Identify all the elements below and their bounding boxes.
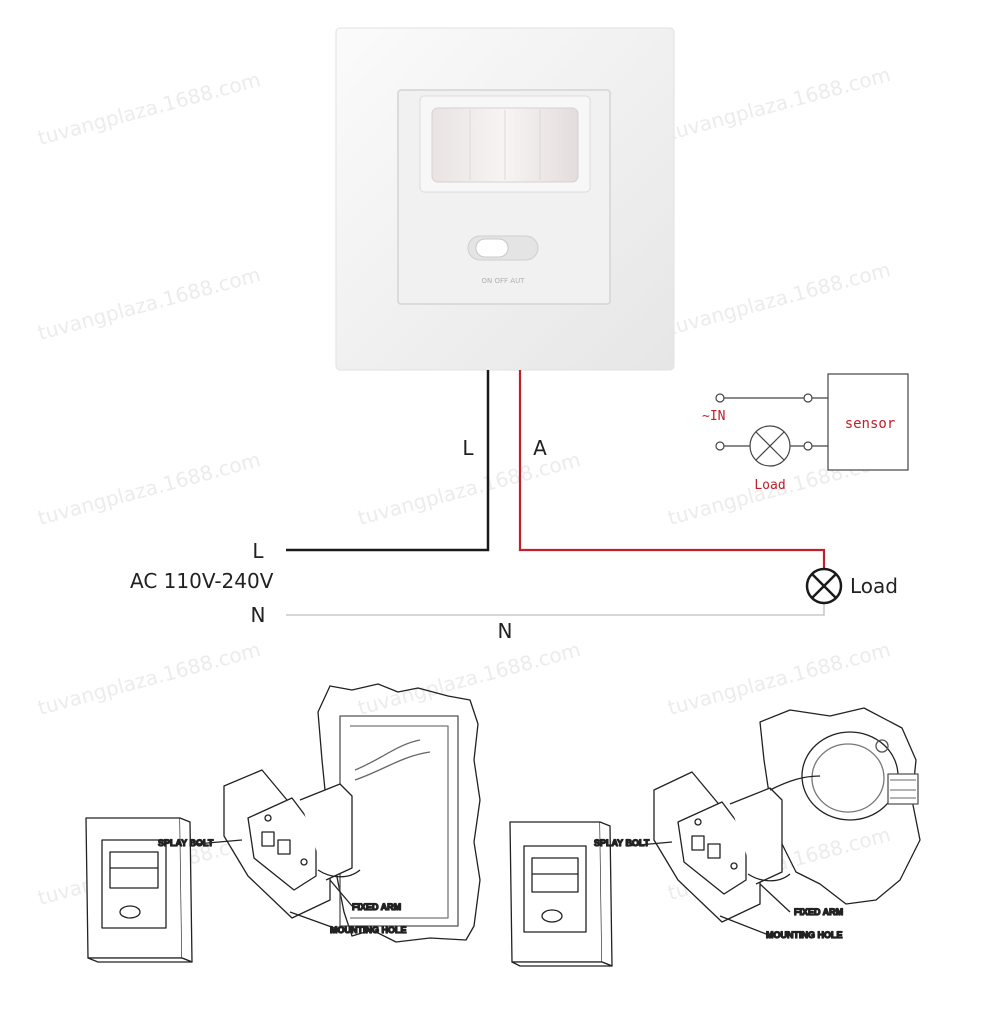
watermark: tuvangplaza.1688.com bbox=[35, 67, 263, 150]
installation-right: SPLAY BOLT FIXED ARM MOUNTING HOLE bbox=[509, 707, 921, 967]
label-N-input: N bbox=[251, 603, 266, 627]
label-L-input: L bbox=[252, 539, 264, 563]
watermark: tuvangplaza.1688.com bbox=[35, 637, 263, 720]
schematic: sensor ~IN Load bbox=[702, 373, 909, 493]
watermark: tuvangplaza.1688.com bbox=[35, 447, 263, 530]
callout-fixed-arm: FIXED ARM bbox=[352, 902, 401, 912]
callout-mounting-hole: MOUNTING HOLE bbox=[330, 925, 407, 935]
cover-plate-lens bbox=[531, 857, 579, 893]
label-load: Load bbox=[850, 574, 898, 598]
watermark: tuvangplaza.1688.com bbox=[665, 62, 893, 145]
watermark: tuvangplaza.1688.com bbox=[35, 262, 263, 345]
cover-plate-switch bbox=[541, 909, 563, 923]
terminal-sensor-1 bbox=[803, 393, 813, 403]
wall-cutout bbox=[317, 683, 481, 943]
label-N-line: N bbox=[498, 619, 513, 643]
switch-marks: ON OFF AUT bbox=[482, 277, 526, 285]
wiring: L A L AC 110V-240V N N Load bbox=[130, 370, 898, 643]
watermark: tuvangplaza.1688.com bbox=[665, 257, 893, 340]
schematic-in-label: ~IN bbox=[702, 409, 725, 424]
insert-body bbox=[729, 787, 783, 885]
insert-body bbox=[299, 783, 353, 881]
cover-plate-switch bbox=[119, 905, 141, 919]
label-supply: AC 110V-240V bbox=[130, 569, 274, 593]
line-wire bbox=[286, 370, 490, 552]
callout-splay-bolt: SPLAY BOLT bbox=[594, 838, 650, 848]
watermark: tuvangplaza.1688.com bbox=[665, 637, 893, 720]
load-wire bbox=[518, 370, 826, 568]
sensor-switch: ON OFF AUT bbox=[335, 27, 675, 371]
terminal-in-2 bbox=[715, 441, 725, 451]
terminal-in-1 bbox=[715, 393, 725, 403]
label-L-vertical: L bbox=[462, 436, 474, 460]
watermark: tuvangplaza.1688.com bbox=[355, 637, 583, 720]
cover-plate-lens bbox=[109, 851, 159, 889]
mode-switch-knob bbox=[475, 238, 509, 258]
load-lamp-symbol bbox=[805, 567, 843, 605]
neutral-wire bbox=[286, 604, 825, 616]
terminal-sensor-2 bbox=[803, 441, 813, 451]
label-A-vertical: A bbox=[533, 436, 547, 460]
installation-left: SPLAY BOLT FIXED ARM MOUNTING HOLE bbox=[85, 683, 481, 963]
sensor-label: sensor bbox=[845, 416, 896, 432]
schematic-lamp-symbol bbox=[749, 425, 791, 467]
callout-fixed-arm: FIXED ARM bbox=[794, 907, 843, 917]
sensor-box bbox=[827, 373, 909, 471]
callout-mounting-hole: MOUNTING HOLE bbox=[766, 930, 843, 940]
schematic-load-label: Load bbox=[754, 478, 785, 493]
callout-splay-bolt: SPLAY BOLT bbox=[158, 838, 214, 848]
